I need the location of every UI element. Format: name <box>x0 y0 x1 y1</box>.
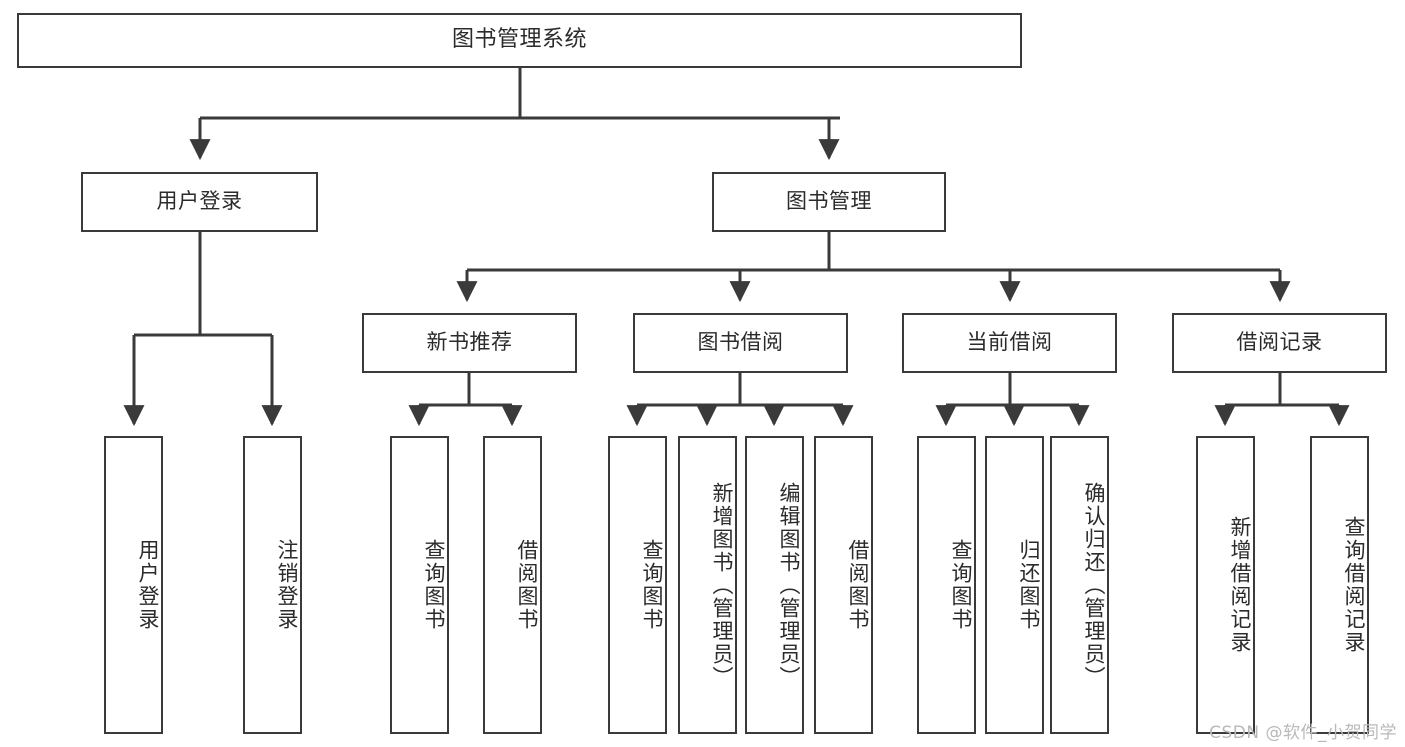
leaf-add-record[interactable]: 新增借阅记录 <box>1196 436 1255 734</box>
node-user-login[interactable]: 用户登录 <box>81 172 318 232</box>
node-borrow-record-label: 借阅记录 <box>1236 330 1323 355</box>
leaf-confirm-return[interactable]: 确认归还（管理员） <box>1050 436 1109 734</box>
node-book-manage-label: 图书管理 <box>786 189 872 214</box>
node-current-borrow[interactable]: 当前借阅 <box>902 313 1117 373</box>
node-root-label: 图书管理系统 <box>451 27 587 53</box>
leaf-return-book-label: 归还图书 <box>1017 539 1041 631</box>
leaf-borrow-book-1-label: 借阅图书 <box>515 539 539 631</box>
node-book-borrow[interactable]: 图书借阅 <box>633 313 848 373</box>
leaf-query-book-2-label: 查询图书 <box>640 539 664 631</box>
node-root[interactable]: 图书管理系统 <box>17 13 1022 68</box>
leaf-logout-login[interactable]: 注销登录 <box>243 436 302 734</box>
leaf-borrow-book-1[interactable]: 借阅图书 <box>483 436 542 734</box>
leaf-query-record[interactable]: 查询借阅记录 <box>1310 436 1369 734</box>
leaf-user-login[interactable]: 用户登录 <box>104 436 163 734</box>
node-new-book-recommend[interactable]: 新书推荐 <box>362 313 577 373</box>
leaf-query-book-3-label: 查询图书 <box>949 539 973 631</box>
leaf-query-book-1-label: 查询图书 <box>422 539 446 631</box>
node-book-manage[interactable]: 图书管理 <box>712 172 946 232</box>
node-new-book-recommend-label: 新书推荐 <box>426 330 513 355</box>
leaf-add-book[interactable]: 新增图书（管理员） <box>678 436 737 734</box>
node-current-borrow-label: 当前借阅 <box>966 330 1053 355</box>
leaf-edit-book-label: 编辑图书（管理员） <box>777 481 801 689</box>
leaf-confirm-return-label: 确认归还（管理员） <box>1082 481 1106 689</box>
watermark: CSDN @软件_小贺同学 <box>1209 723 1397 743</box>
node-user-login-label: 用户登录 <box>156 189 243 214</box>
leaf-return-book[interactable]: 归还图书 <box>985 436 1044 734</box>
leaf-add-book-label: 新增图书（管理员） <box>710 481 734 689</box>
leaf-user-login-label: 用户登录 <box>136 539 160 631</box>
leaf-edit-book[interactable]: 编辑图书（管理员） <box>745 436 804 734</box>
leaf-query-book-2[interactable]: 查询图书 <box>608 436 667 734</box>
leaf-query-book-1[interactable]: 查询图书 <box>390 436 449 734</box>
leaf-query-book-3[interactable]: 查询图书 <box>917 436 976 734</box>
leaf-logout-login-label: 注销登录 <box>275 539 299 631</box>
leaf-borrow-book-2[interactable]: 借阅图书 <box>814 436 873 734</box>
leaf-add-record-label: 新增借阅记录 <box>1228 516 1252 654</box>
leaf-borrow-book-2-label: 借阅图书 <box>846 539 870 631</box>
node-borrow-record[interactable]: 借阅记录 <box>1172 313 1387 373</box>
leaf-query-record-label: 查询借阅记录 <box>1342 516 1366 654</box>
node-book-borrow-label: 图书借阅 <box>697 330 784 355</box>
